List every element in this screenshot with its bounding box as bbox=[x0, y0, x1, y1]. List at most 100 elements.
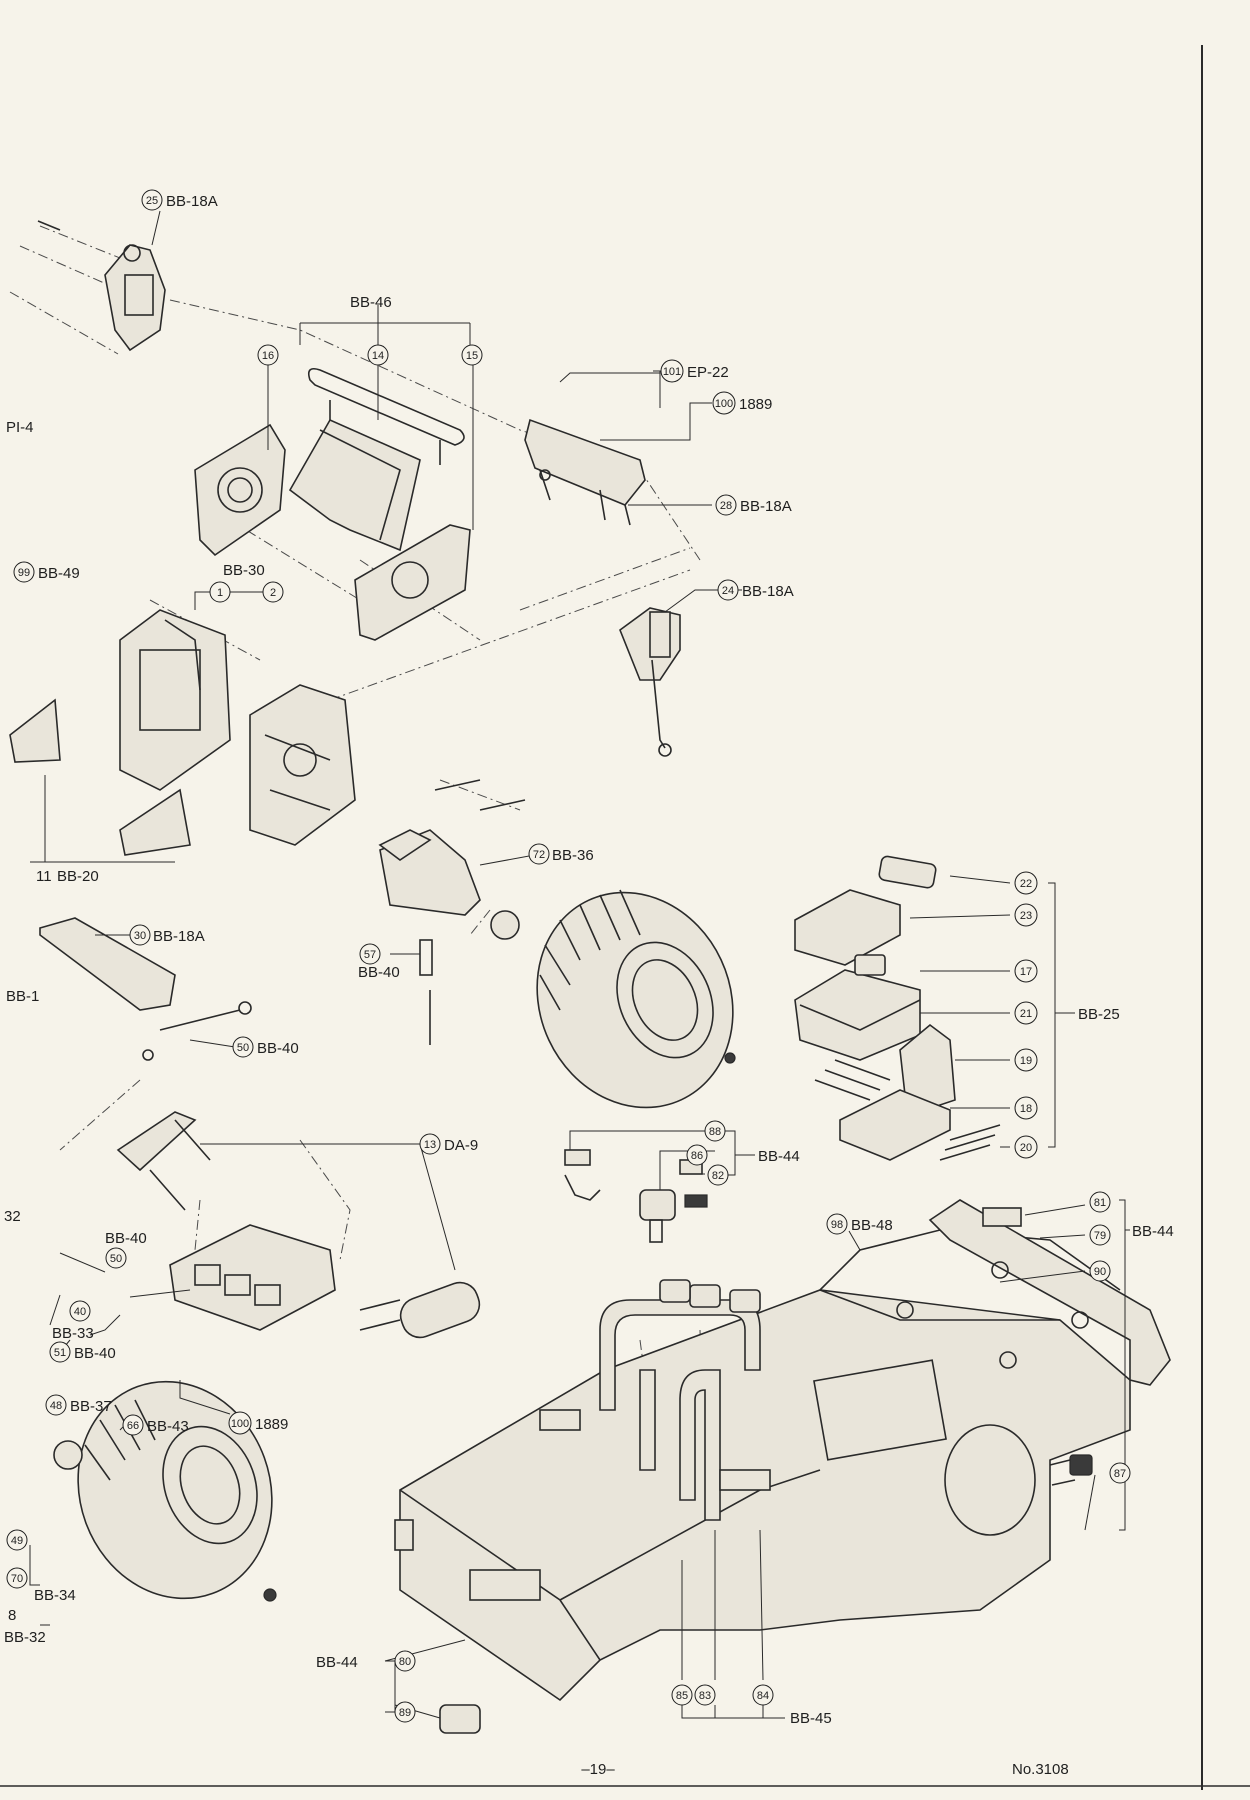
callout-86: 86 bbox=[686, 1144, 708, 1166]
svg-text:BB-45: BB-45 bbox=[790, 1710, 832, 1727]
group-bb-44-c: BB-44 bbox=[316, 1654, 358, 1671]
callout-51: 51 BB-40 bbox=[49, 1341, 116, 1363]
svg-text:101: 101 bbox=[663, 366, 681, 378]
page-border bbox=[0, 45, 1250, 1790]
part-1-gearbox-half bbox=[119, 609, 231, 791]
svg-text:23: 23 bbox=[1020, 910, 1032, 922]
callout-14: 14 bbox=[367, 344, 389, 366]
svg-text:19: 19 bbox=[1020, 1055, 1032, 1067]
part-rollbar bbox=[539, 1279, 771, 1521]
svg-text:57: 57 bbox=[364, 949, 376, 961]
svg-text:22: 22 bbox=[1020, 878, 1032, 890]
label-8-bb-32: 8 BB-32 bbox=[4, 1607, 46, 1646]
callout-1: 1 bbox=[209, 581, 231, 603]
callout-25: 25 BB-18A bbox=[141, 189, 218, 211]
svg-text:BB-25: BB-25 bbox=[1078, 1006, 1120, 1023]
group-bb-30: BB-30 bbox=[223, 562, 265, 579]
part-98-truck-body bbox=[394, 1229, 1131, 1702]
label-bb-33: BB-33 bbox=[52, 1325, 94, 1342]
part-rear-tire bbox=[53, 1380, 277, 1602]
svg-text:BB-18A: BB-18A bbox=[740, 498, 792, 515]
part-front-tire bbox=[490, 889, 736, 1109]
svg-text:BB-20: BB-20 bbox=[57, 868, 99, 885]
callout-11: 11 BB-20 bbox=[36, 868, 99, 885]
part-30-skid-plate bbox=[39, 917, 176, 1011]
svg-text:90: 90 bbox=[1094, 1266, 1106, 1278]
group-bb-46-code: BB-46 bbox=[350, 294, 392, 311]
callout-100-b: 100 1889 bbox=[228, 1411, 288, 1435]
svg-text:BB-37: BB-37 bbox=[70, 1398, 112, 1415]
svg-text:18: 18 bbox=[1020, 1103, 1032, 1115]
callout-19: 19 bbox=[1014, 1048, 1038, 1072]
page-number: –19– bbox=[581, 1761, 615, 1778]
callout-80: 80 bbox=[394, 1650, 416, 1672]
label-bb-40-b: BB-40 bbox=[105, 1230, 147, 1247]
callout-98: 98 BB-48 bbox=[826, 1213, 893, 1235]
svg-text:100: 100 bbox=[715, 398, 733, 410]
svg-text:EP-22: EP-22 bbox=[687, 364, 729, 381]
svg-text:30: 30 bbox=[134, 930, 146, 942]
svg-text:13: 13 bbox=[424, 1139, 436, 1151]
svg-text:BB-30: BB-30 bbox=[223, 562, 265, 579]
svg-text:98: 98 bbox=[831, 1219, 843, 1231]
part-72-arm-assembly bbox=[378, 779, 526, 1045]
callout-99: 99 BB-49 bbox=[13, 561, 80, 583]
part-14-bumper-frame bbox=[288, 367, 465, 552]
callout-50-b: 50 bbox=[105, 1247, 127, 1269]
part-25-mount bbox=[37, 220, 166, 352]
callout-17: 17 bbox=[1014, 959, 1038, 983]
callout-18: 18 bbox=[1014, 1096, 1038, 1120]
callout-88: 88 bbox=[704, 1120, 726, 1142]
part-28-rear-bumper bbox=[524, 418, 646, 526]
group-bb-45: BB-45 bbox=[790, 1710, 832, 1727]
svg-text:85: 85 bbox=[676, 1690, 688, 1702]
svg-text:BB-34: BB-34 bbox=[34, 1587, 76, 1604]
svg-text:11: 11 bbox=[36, 868, 52, 885]
svg-text:72: 72 bbox=[533, 849, 545, 861]
svg-text:48: 48 bbox=[50, 1400, 62, 1412]
svg-text:82: 82 bbox=[712, 1170, 724, 1182]
callout-2: 2 bbox=[262, 581, 284, 603]
callout-20: 20 bbox=[1014, 1135, 1038, 1159]
svg-text:20: 20 bbox=[1020, 1142, 1032, 1154]
svg-text:BB-44: BB-44 bbox=[316, 1654, 358, 1671]
callout-82: 82 bbox=[707, 1164, 729, 1186]
svg-text:BB-40: BB-40 bbox=[358, 964, 400, 981]
callout-48: 48 BB-37 bbox=[45, 1394, 112, 1416]
callout-84: 84 bbox=[752, 1684, 774, 1706]
group-bb-46: BB-46 bbox=[350, 294, 392, 311]
callout-89: 89 bbox=[394, 1701, 416, 1723]
part-2-gearbox-half bbox=[249, 684, 356, 846]
svg-text:50: 50 bbox=[110, 1253, 122, 1265]
callout-49: 49 bbox=[6, 1529, 28, 1551]
part-13-front-bumper bbox=[116, 1111, 481, 1339]
callout-16: 16 bbox=[257, 344, 279, 366]
svg-text:100: 100 bbox=[231, 1418, 249, 1430]
svg-text:70: 70 bbox=[11, 1573, 23, 1585]
callout-25-num: 25 bbox=[146, 195, 158, 207]
part-50-linkage bbox=[142, 1001, 252, 1061]
svg-text:83: 83 bbox=[699, 1690, 711, 1702]
callout-30: 30 BB-18A bbox=[129, 924, 205, 946]
svg-text:BB-44: BB-44 bbox=[1132, 1223, 1174, 1240]
group-bb-44-b: BB-44 bbox=[1132, 1223, 1174, 1240]
callout-90: 90 bbox=[1089, 1260, 1111, 1282]
part-79-bumper bbox=[896, 1199, 1171, 1386]
svg-text:81: 81 bbox=[1094, 1197, 1106, 1209]
svg-text:80: 80 bbox=[399, 1656, 411, 1668]
callout-85: 85 bbox=[671, 1684, 693, 1706]
callout-100-a: 100 1889 bbox=[712, 391, 772, 415]
callout-22: 22 bbox=[1014, 871, 1038, 895]
svg-text:50: 50 bbox=[237, 1042, 249, 1054]
svg-text:BB-36: BB-36 bbox=[552, 847, 594, 864]
callout-83: 83 bbox=[694, 1684, 716, 1706]
svg-text:BB-18A: BB-18A bbox=[153, 928, 205, 945]
callout-40: 40 bbox=[69, 1300, 91, 1322]
svg-text:24: 24 bbox=[722, 585, 734, 597]
callout-13: 13 DA-9 bbox=[419, 1133, 478, 1155]
part-23-pad bbox=[794, 889, 901, 966]
callout-70: 70 BB-34 bbox=[6, 1567, 76, 1604]
svg-text:88: 88 bbox=[709, 1126, 721, 1138]
